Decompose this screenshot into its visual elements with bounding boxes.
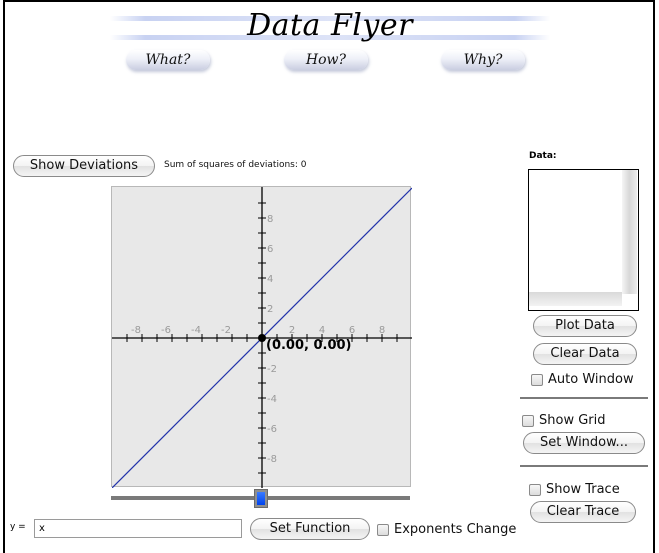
- why-button[interactable]: Why?: [441, 50, 525, 70]
- graph-plot: -8 -6 -4 -2 2 4 6 8 8 6 4 2 -2 -4 -6 -8 …: [112, 187, 412, 488]
- svg-text:-2: -2: [267, 364, 277, 375]
- clear-data-button[interactable]: Clear Data: [533, 343, 637, 365]
- sum-of-squares-label: Sum of squares of deviations: 0: [164, 160, 307, 170]
- page-title: Data Flyer: [247, 8, 413, 43]
- x-axis-ticks: [126, 334, 398, 342]
- svg-text:-6: -6: [267, 424, 277, 435]
- function-input[interactable]: [34, 519, 242, 538]
- show-grid-label: Show Grid: [539, 413, 606, 428]
- trace-point[interactable]: [258, 334, 266, 342]
- checkbox-icon[interactable]: [522, 414, 534, 427]
- applet-frame: [3, 0, 655, 553]
- svg-text:2: 2: [267, 304, 273, 315]
- show-trace-checkbox[interactable]: Show Trace: [529, 482, 620, 497]
- show-grid-checkbox[interactable]: Show Grid: [522, 413, 606, 428]
- svg-text:6: 6: [349, 325, 355, 336]
- svg-text:-2: -2: [221, 325, 231, 336]
- svg-text:8: 8: [379, 325, 385, 336]
- set-window-button[interactable]: Set Window...: [523, 432, 645, 454]
- svg-text:-4: -4: [267, 394, 277, 405]
- y-axis-ticks: [258, 202, 266, 474]
- svg-text:4: 4: [319, 325, 325, 336]
- exponents-change-label: Exponents Change: [394, 522, 517, 537]
- set-function-button[interactable]: Set Function: [250, 518, 370, 540]
- title-stripe-top: [110, 16, 550, 21]
- show-deviations-button[interactable]: Show Deviations: [13, 155, 155, 177]
- show-trace-label: Show Trace: [546, 482, 620, 497]
- svg-text:-4: -4: [191, 325, 201, 336]
- trace-point-label: (0.00, 0.00): [266, 338, 352, 353]
- checkbox-icon[interactable]: [529, 483, 541, 496]
- svg-text:2: 2: [289, 325, 295, 336]
- auto-window-label: Auto Window: [548, 372, 634, 387]
- what-button[interactable]: What?: [126, 50, 210, 70]
- svg-text:6: 6: [267, 244, 273, 255]
- divider: [520, 465, 648, 467]
- auto-window-checkbox[interactable]: Auto Window: [531, 372, 634, 387]
- function-label: y =: [10, 522, 26, 532]
- svg-text:-8: -8: [267, 454, 277, 465]
- title-banner: Data Flyer: [110, 8, 550, 44]
- divider: [520, 397, 648, 399]
- title-stripe-bottom: [110, 35, 550, 40]
- x-tick-labels: -8 -6 -4 -2 2 4 6 8: [131, 325, 385, 336]
- graph-canvas[interactable]: -8 -6 -4 -2 2 4 6 8 8 6 4 2 -2 -4 -6 -8 …: [111, 186, 412, 488]
- checkbox-icon[interactable]: [377, 523, 389, 536]
- checkbox-icon[interactable]: [531, 373, 543, 386]
- data-list-horizontal-scroll[interactable]: [529, 292, 622, 306]
- svg-text:4: 4: [267, 274, 273, 285]
- svg-text:-6: -6: [161, 325, 171, 336]
- svg-text:-8: -8: [131, 325, 141, 336]
- svg-text:8: 8: [267, 214, 273, 225]
- data-list-vertical-scroll[interactable]: [622, 170, 637, 294]
- y-tick-labels: 8 6 4 2 -2 -4 -6 -8: [267, 214, 277, 465]
- data-list[interactable]: [528, 169, 639, 311]
- clear-trace-button[interactable]: Clear Trace: [530, 501, 636, 523]
- exponents-change-checkbox[interactable]: Exponents Change: [377, 522, 516, 537]
- how-button[interactable]: How?: [284, 50, 368, 70]
- plot-data-button[interactable]: Plot Data: [533, 315, 637, 337]
- data-label: Data:: [529, 151, 557, 161]
- trace-slider-thumb[interactable]: [254, 489, 268, 508]
